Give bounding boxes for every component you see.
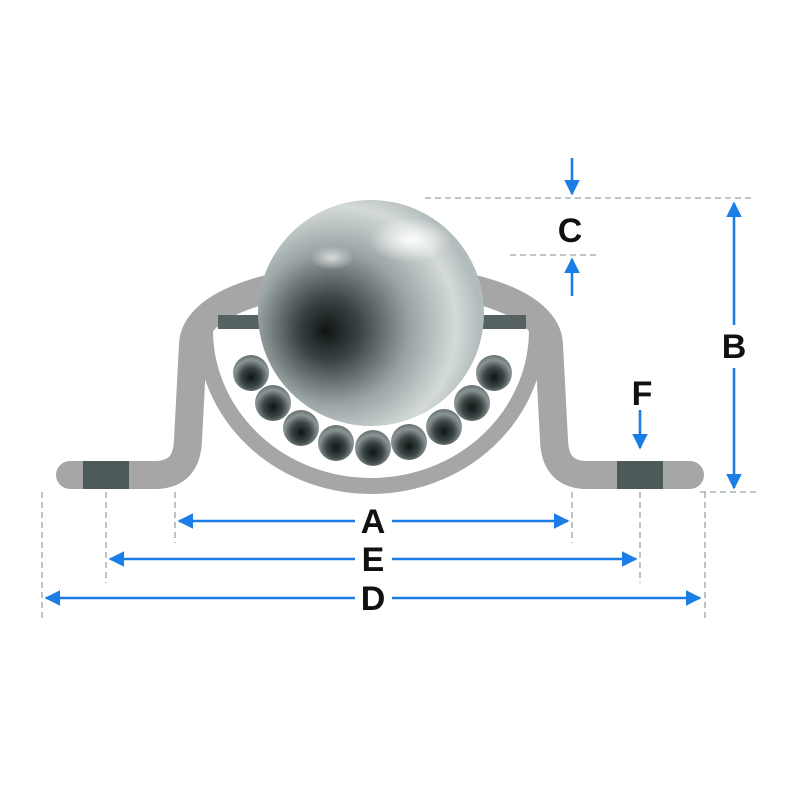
extension-lines [41, 197, 760, 622]
support-balls [233, 355, 512, 466]
support-ball [233, 355, 269, 391]
mount-hole-right [617, 461, 663, 489]
support-ball [255, 385, 291, 421]
main-ball-highlight-small [310, 246, 354, 270]
label-f: F [632, 375, 653, 413]
main-ball-highlight [368, 218, 452, 262]
retainer-plate-left [218, 315, 266, 329]
label-e: E [362, 541, 385, 579]
support-ball [355, 430, 391, 466]
support-ball [426, 409, 462, 445]
support-ball [283, 410, 319, 446]
inner-race [197, 329, 545, 494]
retainer-plate-right [478, 315, 526, 329]
label-b: B [722, 328, 747, 366]
dimension-arrows [44, 158, 742, 606]
main-ball [258, 200, 484, 426]
support-ball [476, 355, 512, 391]
support-ball [391, 424, 427, 460]
dimension-labels: A E D B C F [361, 212, 747, 618]
mount-hole-left [83, 461, 129, 489]
label-d: D [361, 580, 386, 618]
label-a: A [361, 503, 386, 541]
support-ball [318, 425, 354, 461]
label-c: C [558, 212, 583, 250]
support-ball [454, 385, 490, 421]
